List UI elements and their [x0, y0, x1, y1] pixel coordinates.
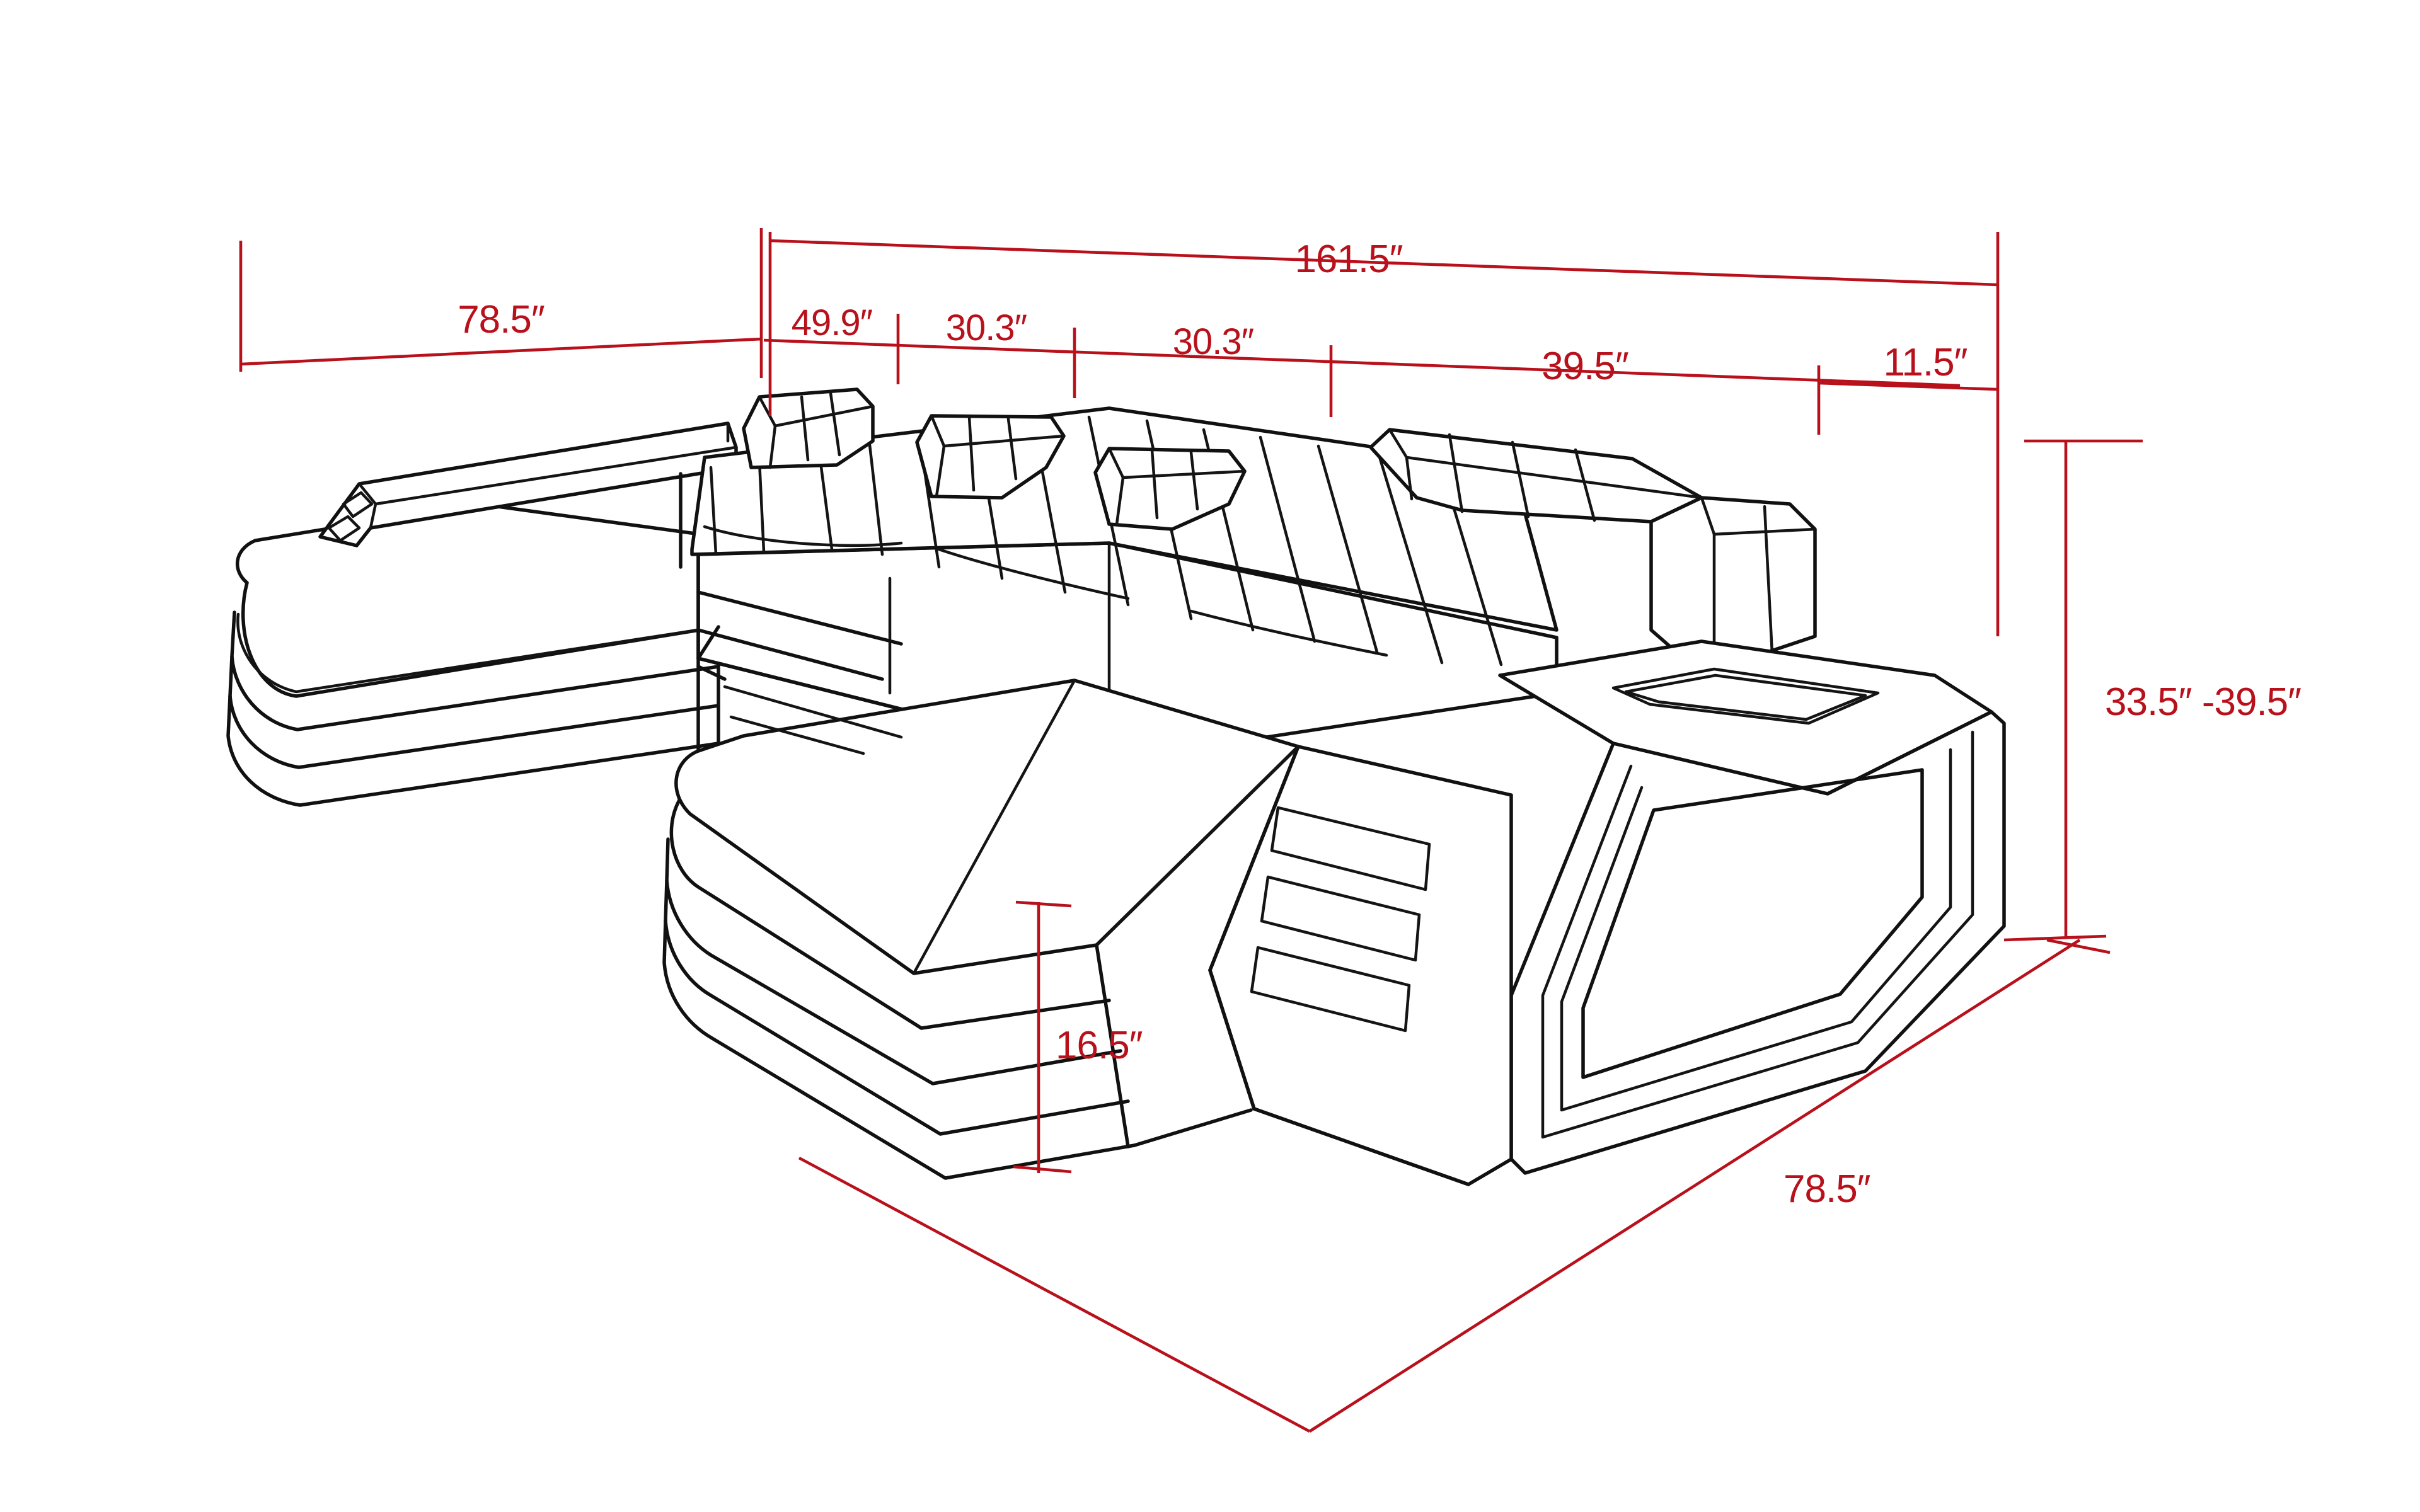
- dim-line-depth-right: [1308, 939, 2081, 1433]
- corner-connector-panels: [696, 625, 903, 755]
- label-left-depth: 78.5″: [458, 298, 544, 341]
- front-chaise-module: [662, 679, 1300, 1180]
- dim-line-seg-11-5: [1818, 381, 1997, 391]
- label-overall-height: 33.5″ -39.5″: [2105, 680, 2301, 724]
- dimension-annotation-layer: [239, 228, 2143, 1433]
- right-console-arm: [1208, 639, 2006, 1186]
- label-seg-11-5: 11.5″: [1883, 341, 1967, 384]
- ext-line-height-bottom: [2003, 934, 2107, 942]
- ext-line-depth-right-tick: [2046, 938, 2111, 954]
- label-seg-49-9: 49.9″: [792, 302, 873, 343]
- label-seg-30-3-a: 30.3″: [946, 307, 1027, 348]
- dim-line-overall-width: [769, 239, 1998, 287]
- label-seg-39-5: 39.5″: [1541, 345, 1628, 388]
- backrest-assembly: [690, 387, 1817, 676]
- dim-line-segments: [763, 338, 1961, 387]
- label-seat-height: 16.5″: [1056, 1024, 1143, 1067]
- label-overall-width: 161.5″: [1294, 238, 1402, 281]
- ext-line-seat-bottom: [1013, 1165, 1072, 1174]
- dim-line-depth-left: [798, 1156, 1311, 1433]
- label-seg-30-3-b: 30.3″: [1173, 321, 1254, 362]
- sofa-illustration: [226, 387, 2006, 1186]
- dim-line-left-depth: [240, 337, 763, 366]
- label-right-depth: 78.5″: [1783, 1167, 1870, 1211]
- left-chaise-module: [226, 421, 738, 807]
- ext-line-seat-top: [1015, 900, 1072, 908]
- dimension-labels: 161.5″ 78.5″ 49.9″ 30.3″ 30.3″ 39.5″ 11.…: [458, 238, 2302, 1211]
